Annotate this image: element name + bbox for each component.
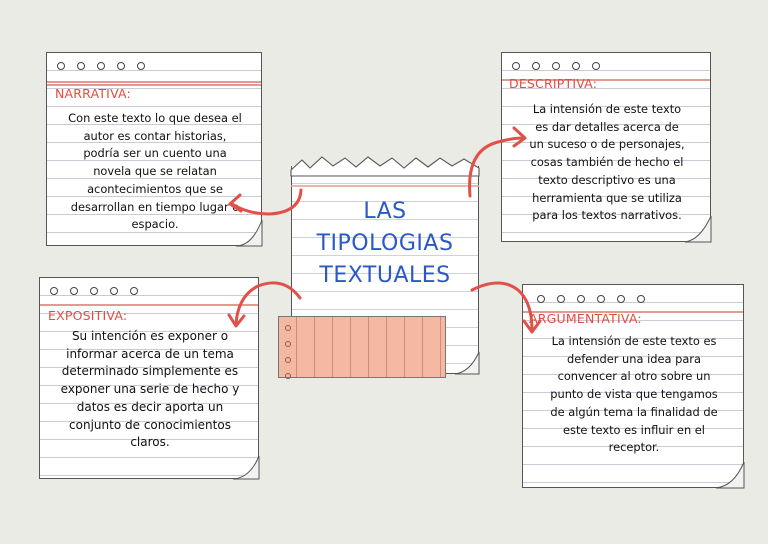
card-title-argumentativa: ARGUMENTATIVA:	[529, 311, 642, 326]
binder-holes	[57, 62, 145, 70]
card-title-narrativa: NARRATIVA:	[55, 86, 131, 101]
card-body-argumentativa: La intensión de este texto es defender u…	[550, 334, 718, 455]
card-body-descriptiva: La intensión de este texto es dar detall…	[529, 102, 685, 223]
card-narrativa: NARRATIVA: Con este texto lo que desea e…	[46, 52, 262, 246]
center-title: LAS TIPOLOGIAS TEXTUALES	[316, 199, 454, 288]
card-descriptiva: DESCRIPTIVA: La intensión de este texto …	[501, 52, 711, 242]
card-expositiva: EXPOSITIVA: Su intención es exponer o in…	[39, 277, 259, 479]
card-body-narrativa: Con este texto lo que desea el autor es …	[68, 111, 242, 232]
card-body-expositiva: Su intención es exponer o informar acerc…	[60, 329, 240, 450]
binder-holes	[512, 62, 600, 70]
binder-holes	[50, 287, 138, 295]
card-title-expositiva: EXPOSITIVA:	[48, 308, 128, 323]
card-title-descriptiva: DESCRIPTIVA:	[509, 76, 598, 91]
binder-holes	[537, 295, 645, 303]
card-argumentativa: ARGUMENTATIVA: La intensión de este text…	[522, 284, 744, 488]
tape-strip	[278, 316, 446, 379]
